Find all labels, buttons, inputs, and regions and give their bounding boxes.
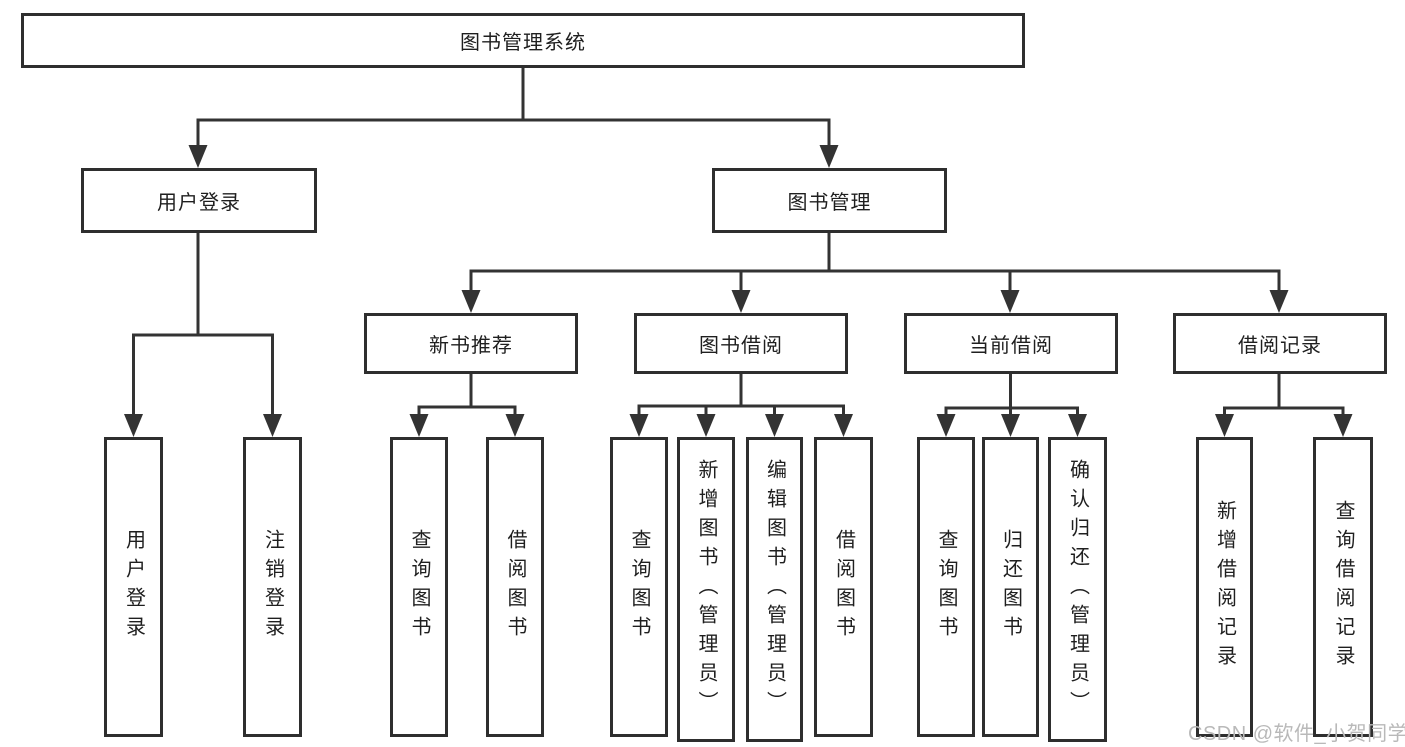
leaf-query-book-3: 查询图书 [917, 437, 975, 737]
leaf-label: 借阅图书 [504, 529, 526, 645]
leaf-query-book-2: 查询图书 [610, 437, 668, 737]
leaf-label: 归还图书 [999, 529, 1022, 645]
leaf-label: 新增图书（管理员） [695, 459, 717, 720]
leaf-label: 查询图书 [935, 529, 957, 645]
leaf-logout: 注销登录 [243, 437, 302, 737]
node-current-borrow: 当前借阅 [904, 313, 1118, 374]
leaf-borrow-book-2: 借阅图书 [814, 437, 873, 737]
node-book-borrow: 图书借阅 [634, 313, 848, 374]
leaf-label: 用户登录 [122, 529, 145, 645]
csdn-watermark: CSDN @软件_小贺同学 [1188, 723, 1405, 745]
node-borrow-records: 借阅记录 [1173, 313, 1387, 374]
leaf-add-borrow-record: 新增借阅记录 [1196, 437, 1253, 737]
leaf-label: 查询图书 [408, 529, 430, 645]
node-book-manage: 图书管理 [712, 168, 947, 233]
leaf-label: 确认归还（管理员） [1066, 459, 1089, 720]
leaf-add-book-admin: 新增图书（管理员） [677, 437, 735, 742]
leaf-borrow-book-1: 借阅图书 [486, 437, 544, 737]
leaf-label: 编辑图书（管理员） [763, 459, 786, 720]
leaf-query-book-1: 查询图书 [390, 437, 448, 737]
leaf-user-login: 用户登录 [104, 437, 163, 737]
leaf-label: 注销登录 [261, 529, 284, 645]
node-user-login: 用户登录 [81, 168, 317, 233]
node-new-book: 新书推荐 [364, 313, 578, 374]
leaf-label: 查询图书 [628, 529, 650, 645]
node-root: 图书管理系统 [21, 13, 1025, 68]
leaf-confirm-return-admin: 确认归还（管理员） [1048, 437, 1107, 742]
leaf-query-borrow-record: 查询借阅记录 [1313, 437, 1373, 737]
leaf-label: 查询借阅记录 [1332, 500, 1354, 674]
leaf-label: 借阅图书 [832, 529, 855, 645]
leaf-edit-book-admin: 编辑图书（管理员） [746, 437, 803, 742]
leaf-label: 新增借阅记录 [1213, 500, 1236, 674]
leaf-return-book: 归还图书 [982, 437, 1039, 737]
